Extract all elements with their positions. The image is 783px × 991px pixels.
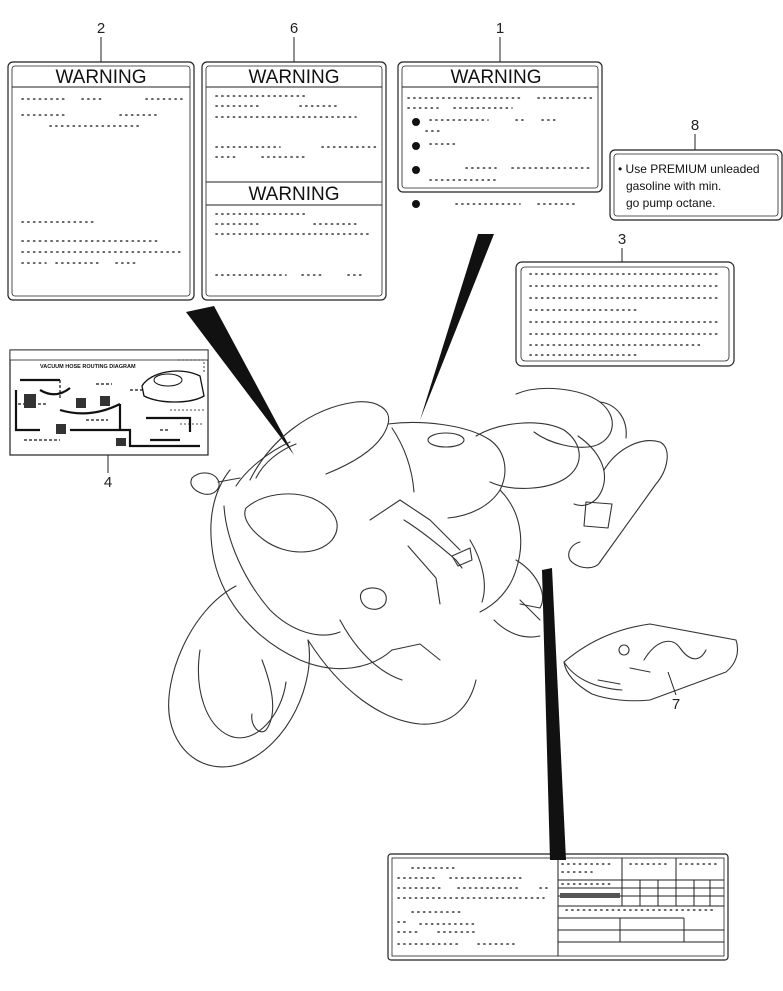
warning-label-2: WARNING [7,61,195,301]
callout-number-4: 4 [104,474,112,491]
callout-number-2: 2 [97,20,105,37]
warning-label-1: WARNING [397,61,603,208]
vacuum-hose-label-4: VACUUM HOSE ROUTING DIAGRAM [9,349,209,456]
callout-number-6: 6 [290,20,298,37]
label-1-title: WARNING [450,67,541,88]
leader-wedge-label-2 [186,306,294,455]
spec-label-5 [387,853,729,961]
info-label-3 [515,261,735,367]
callout-number-8: 8 [691,117,699,134]
callout-2: 2 [97,20,105,62]
label-4-title: VACUUM HOSE ROUTING DIAGRAM [40,364,136,370]
leader-wedge-label-5 [542,568,566,860]
callout-1: 1 [496,20,504,62]
label-6-title-bottom: WARNING [248,184,339,205]
label-6-title-top: WARNING [248,67,339,88]
callout-number-1: 1 [496,20,504,37]
callout-3: 3 [618,231,626,262]
callout-6: 6 [290,20,298,62]
label-2-title: WARNING [55,67,146,88]
leader-wedge-label-1 [420,234,494,420]
label-8-line-2: gasoline with min. [626,179,721,193]
label-8-line-1: • Use PREMIUM unleaded [618,162,760,176]
motorcycle-illustration [168,387,668,768]
warning-label-6: WARNING WARNING [201,61,387,301]
fuel-label-8: • Use PREMIUM unleaded gasoline with min… [609,149,783,221]
callout-8: 8 [691,117,699,150]
callout-4: 4 [104,455,112,491]
hose-schematic [14,359,205,448]
tool-pouch-part-7 [563,623,739,702]
callout-number-7: 7 [672,696,680,713]
label-8-line-3: go pump octane. [626,196,715,210]
callout-number-3: 3 [618,231,626,248]
